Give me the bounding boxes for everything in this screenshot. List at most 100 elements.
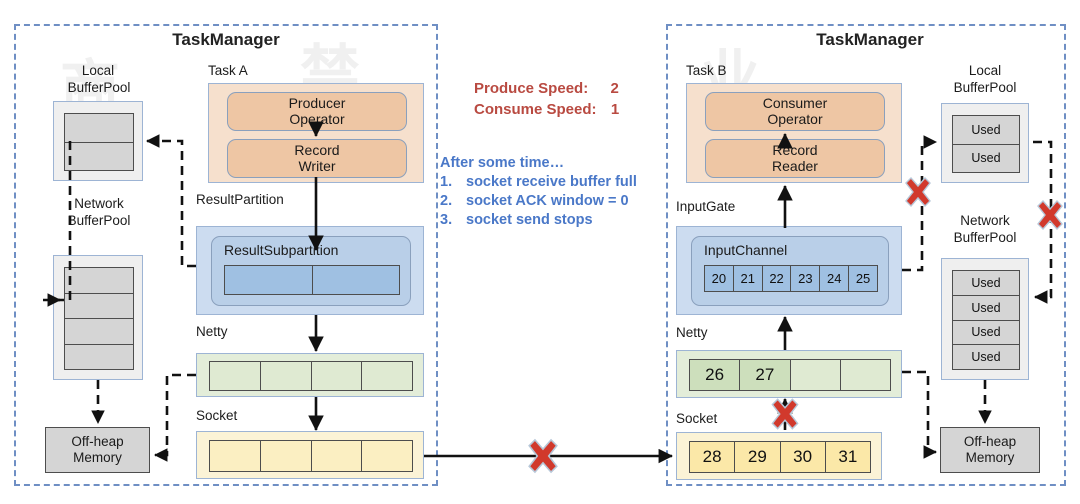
record-writer-line1: Record [294,141,340,158]
left-resultpartition-box: ResultSubpartition [196,226,424,315]
input-channel-cells: 20 21 22 23 24 25 [704,265,878,292]
note-step-1-text: socket receive buffer full [466,174,637,190]
right-network-bufferpool-cells: Used Used Used Used [952,270,1020,370]
buffer-cell [840,360,890,390]
left-network-bufferpool-box [53,255,143,380]
buffer-cell: 29 [735,442,781,472]
left-netty-box [196,353,424,397]
buffer-cell [65,344,133,369]
result-subpartition-cells [224,265,400,295]
buffer-cell [790,360,841,390]
right-inputgate-box: InputChannel 20 21 22 23 24 25 [676,226,902,315]
left-local-bufferpool-label-line2: BufferPool [67,80,131,95]
consumer-operator-line1: Consumer [762,94,828,111]
result-subpartition-box: ResultSubpartition [211,236,411,306]
record-reader-line2: Reader [772,157,818,174]
buffer-cell: 20 [705,266,734,291]
buffer-cell: Used [953,116,1019,145]
right-offheap-line1: Off-heap [963,434,1017,450]
right-taskmanager-title: TaskManager [816,30,924,49]
buffer-cell: 21 [733,266,763,291]
right-socket-label: Socket [676,411,718,426]
record-reader-box: Record Reader [705,139,885,178]
note-step-2-number: 2. [440,193,453,209]
right-inputgate-label: InputGate [676,199,736,214]
buffer-cell: 26 [690,360,741,390]
input-channel-label: InputChannel [704,242,788,258]
consumer-operator-box: Consumer Operator [705,92,885,131]
left-taskmanager-title: TaskManager [172,30,280,49]
buffer-cell [311,362,363,390]
left-offheap-memory-box: Off-heap Memory [45,427,150,473]
buffer-cell: 28 [690,442,736,472]
buffer-cell: Used [953,144,1019,172]
left-offheap-line2: Memory [73,450,122,465]
producer-operator-line1: Producer [288,94,346,111]
buffer-cell [225,266,313,294]
right-task-box: Consumer Operator Record Reader [686,83,902,183]
note-step-2-text: socket ACK window = 0 [466,193,629,209]
left-offheap-line1: Off-heap [71,434,124,450]
left-netty-cells [209,361,413,391]
note-step-1: 1. socket receive buffer full [440,174,637,190]
right-task-label: Task B [686,63,727,78]
right-network-bufferpool-box: Used Used Used Used [941,258,1029,380]
buffer-cell [260,441,312,471]
right-network-bufferpool-label-line1: Network [960,213,1010,228]
consume-speed-value: 1 [610,101,620,118]
consume-speed-label: Consume Speed: [474,101,597,118]
buffer-cell: 23 [791,266,821,291]
buffer-cell: Used [953,271,1019,296]
producer-operator-box: Producer Operator [227,92,407,131]
right-offheap-memory-box: Off-heap Memory [940,427,1040,473]
left-network-bufferpool-label-line2: BufferPool [67,213,131,228]
right-offheap-line2: Memory [965,450,1015,465]
left-network-bufferpool-cells [64,267,134,370]
record-reader-line1: Record [772,141,818,158]
consumer-operator-line2: Operator [767,110,823,127]
right-taskmanager-panel [666,24,1066,486]
right-local-bufferpool-cells: Used Used [952,115,1020,173]
right-local-bufferpool-box: Used Used [941,103,1029,183]
produce-speed-row: Produce Speed: 2 [474,80,619,97]
note-step-1-number: 1. [440,174,453,190]
buffer-cell [210,441,261,471]
left-socket-cells [209,440,413,472]
produce-speed-value: 2 [610,80,619,97]
buffer-cell [65,142,133,170]
buffer-cell: 22 [762,266,792,291]
left-socket-label: Socket [196,408,238,423]
left-socket-box [196,431,424,479]
note-step-3-number: 3. [440,212,453,228]
left-netty-label: Netty [196,324,228,339]
left-network-bufferpool-label-line1: Network [74,196,124,211]
buffer-cell [65,319,133,345]
left-local-bufferpool-cells [64,113,134,171]
note-step-2: 2. socket ACK window = 0 [440,193,637,209]
left-task-box: Producer Operator Record Writer [208,83,424,183]
left-taskmanager-panel [14,24,438,486]
buffer-cell: Used [953,345,1019,369]
buffer-cell [362,362,412,390]
right-local-bufferpool-label-line1: Local [968,63,1002,78]
right-local-bufferpool-label-line2: BufferPool [953,80,1017,95]
buffer-cell: 30 [780,442,826,472]
buffer-cell [210,362,261,390]
buffer-cell [312,266,399,294]
note-step-3: 3. socket send stops [440,212,637,228]
right-netty-label: Netty [676,325,708,340]
record-writer-box: Record Writer [227,139,407,178]
buffer-cell: 27 [740,360,791,390]
input-channel-box: InputChannel 20 21 22 23 24 25 [691,236,889,306]
note-step-3-text: socket send stops [466,212,593,228]
result-subpartition-label: ResultSubpartition [224,242,339,258]
after-some-time-title: After some time… [440,155,565,171]
blocker-network-link-icon [528,438,558,474]
consume-speed-row: Consume Speed: 1 [474,101,619,118]
speed-legend: Produce Speed: 2 Consume Speed: 1 [474,80,619,118]
buffer-cell: 31 [825,442,870,472]
producer-operator-line2: Operator [289,110,345,127]
right-socket-cells: 28 29 30 31 [689,441,871,473]
buffer-cell [311,441,363,471]
